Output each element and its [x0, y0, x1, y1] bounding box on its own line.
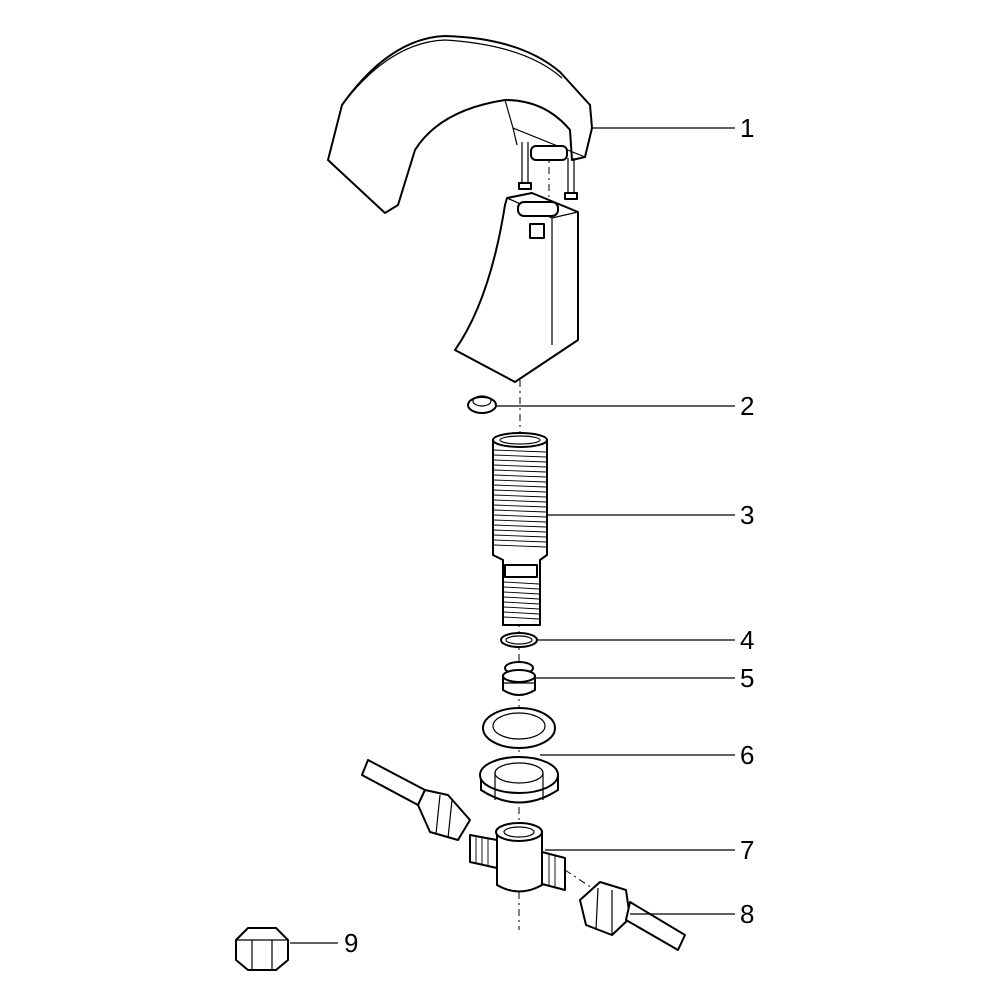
callout-9: 9 [344, 928, 358, 958]
threaded-shank [492, 432, 548, 626]
callout-7: 7 [740, 835, 754, 865]
thread-line [493, 519, 547, 523]
thread-line [493, 529, 547, 533]
thread-line [493, 509, 547, 513]
faucet-body [454, 192, 579, 383]
tee-connector [469, 822, 566, 893]
thread-line [503, 586, 540, 590]
supply-hose [579, 881, 686, 951]
thread-line [503, 591, 540, 595]
thread-line [493, 459, 547, 463]
thread-line [493, 464, 547, 468]
thread-line [503, 581, 540, 585]
shank-threads [493, 449, 547, 620]
thread-line [503, 596, 540, 600]
thread-line [503, 616, 540, 620]
callout-3: 3 [740, 500, 754, 530]
thread-line [493, 489, 547, 493]
flow-insert [502, 661, 536, 696]
spout-mounting-screws [518, 142, 578, 200]
left-supply-hose [361, 759, 471, 841]
thread-line [503, 601, 540, 605]
mounting-washer [482, 707, 556, 749]
cap-nut [235, 927, 289, 971]
thread-line [493, 484, 547, 488]
thread-line [493, 479, 547, 483]
spout [327, 35, 593, 214]
callout-4: 4 [740, 625, 754, 655]
callout-1: 1 [740, 113, 754, 143]
callout-6: 6 [740, 740, 754, 770]
thread-line [493, 539, 547, 543]
thread-line [493, 469, 547, 473]
thread-line [493, 454, 547, 458]
callout-numbers: 1 2 3 4 5 6 7 8 9 [344, 113, 754, 958]
o-ring [500, 632, 538, 648]
thread-line [493, 524, 547, 528]
mounting-nut [479, 756, 559, 804]
thread-line [493, 544, 547, 548]
callout-5: 5 [740, 663, 754, 693]
callout-8: 8 [740, 899, 754, 929]
leader-lines [290, 127, 735, 944]
thread-line [493, 514, 547, 518]
thread-line [493, 504, 547, 508]
callout-2: 2 [740, 391, 754, 421]
thread-line [493, 499, 547, 503]
thread-line [493, 474, 547, 478]
thread-line [503, 606, 540, 610]
thread-line [493, 449, 547, 453]
thread-line [493, 534, 547, 538]
seal-nut [467, 395, 497, 414]
thread-line [503, 611, 540, 615]
thread-line [493, 494, 547, 498]
